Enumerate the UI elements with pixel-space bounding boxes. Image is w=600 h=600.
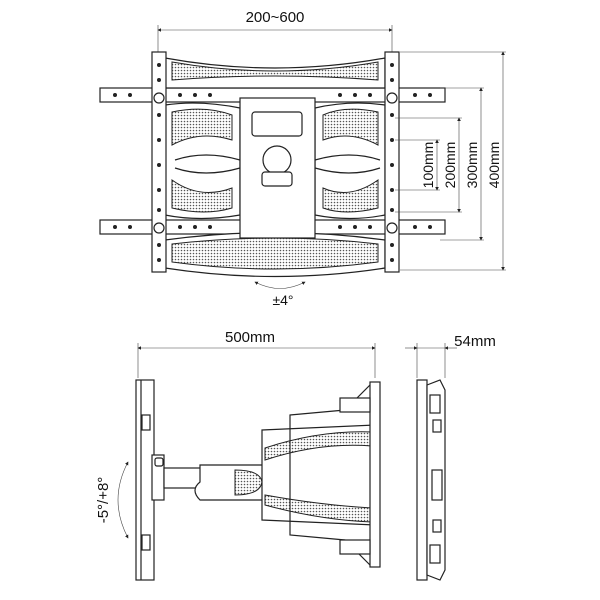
depth-label: 54mm: [454, 333, 496, 350]
depth-view: 54mm: [405, 333, 496, 581]
side-view: 500mm -5°/+8°: [95, 329, 496, 581]
swivel-indicator: ±4°: [254, 281, 306, 308]
arm-assembly-front: [164, 57, 386, 278]
extension-label: 500mm: [225, 329, 275, 346]
tilt-indicator: -5°/+8°: [95, 461, 129, 539]
swivel-label: ±4°: [272, 292, 293, 308]
front-view: 200~600: [99, 9, 506, 308]
arm-assembly-side: [163, 381, 381, 568]
extension-dimension: 500mm: [137, 329, 376, 378]
dim-300mm-label: 300mm: [464, 142, 480, 189]
vertical-dimensions: 100mm 200mm 300mm 400mm: [395, 51, 506, 271]
dim-400mm-label: 400mm: [486, 142, 502, 189]
tv-brackets: [151, 51, 400, 273]
tilt-label: -5°/+8°: [95, 477, 112, 524]
width-range-label: 200~600: [246, 9, 305, 26]
dim-100mm-label: 100mm: [420, 142, 436, 189]
dim-200mm-label: 200mm: [442, 142, 458, 189]
width-dimension: 200~600: [157, 9, 393, 55]
center-plate: [239, 97, 316, 239]
